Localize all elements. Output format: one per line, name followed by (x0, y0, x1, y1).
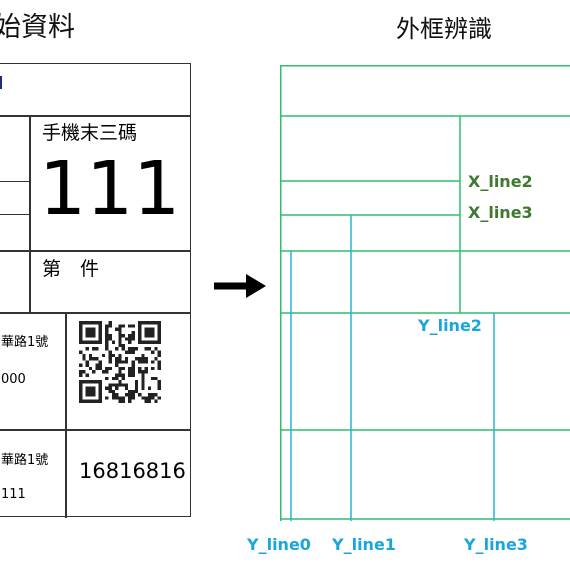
label-row-line (0, 115, 191, 117)
label-col-line (65, 312, 67, 518)
x-line2-label: X_line2 (468, 172, 533, 191)
y-line2-label: Y_line2 (418, 316, 482, 335)
label-row-line (0, 250, 191, 252)
y-line3-label: Y_line3 (464, 535, 528, 554)
row2-code: 111 (1, 487, 26, 502)
y-line0-label: Y_line0 (247, 535, 311, 554)
qr-code-icon (79, 321, 161, 403)
row1-code: 000 (1, 372, 26, 387)
shipping-label-card: 手機末三碼 111 第 件 華路1號 000 華路1號 111 16816816 (0, 63, 191, 518)
blue-mark (0, 76, 2, 89)
y-line1-label: Y_line1 (332, 535, 396, 554)
right-arrow-icon (214, 274, 266, 298)
frame-recognition-title: 外框辨識 (396, 15, 492, 43)
phone-digits: 111 (39, 146, 181, 232)
tracking-number: 16816816 (79, 459, 186, 483)
frame-diagram (280, 65, 570, 521)
label-row-line (0, 312, 191, 314)
label-row-line (0, 214, 29, 215)
piece-label: 第 件 (42, 258, 100, 280)
label-col-line (29, 115, 31, 313)
phone-label: 手機末三碼 (42, 122, 138, 144)
label-row-line (0, 181, 29, 182)
row2-address: 華路1號 (1, 453, 49, 468)
row1-address: 華路1號 (1, 335, 49, 350)
label-row-line (0, 429, 191, 431)
original-data-title: 始資料 (0, 12, 75, 43)
x-line3-label: X_line3 (468, 203, 533, 222)
